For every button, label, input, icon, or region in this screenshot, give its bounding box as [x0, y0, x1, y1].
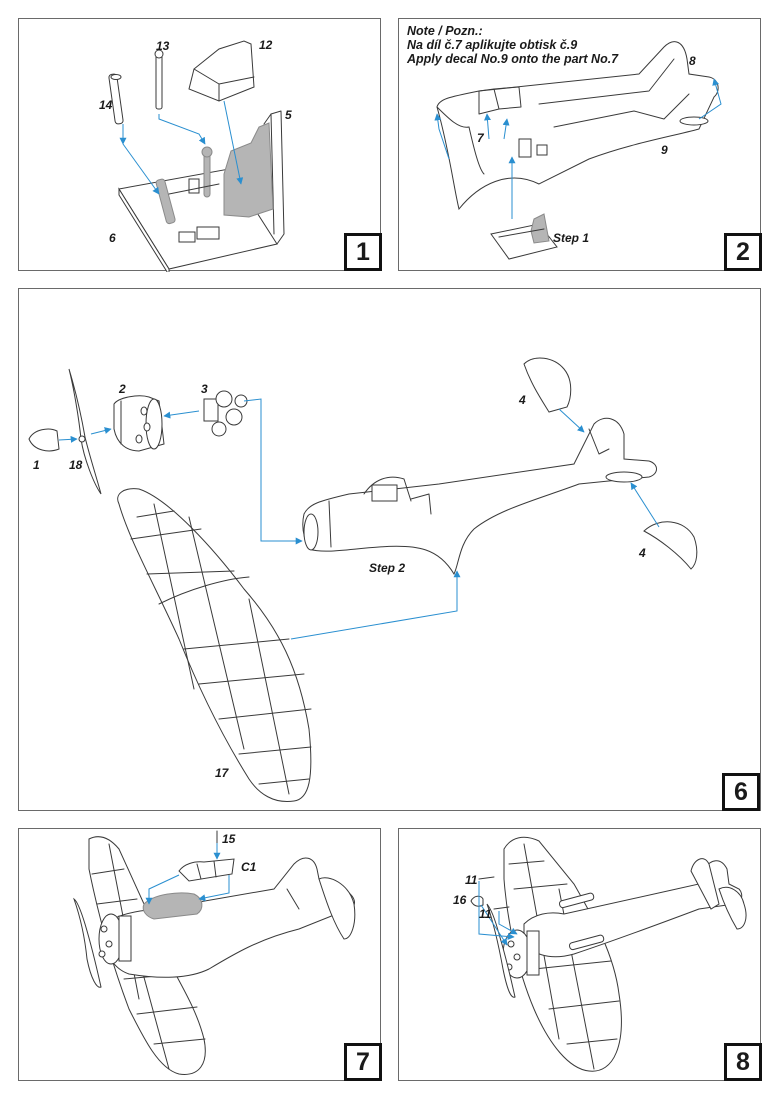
- tailplane-lower-part: [643, 521, 698, 570]
- cockpit-assembly-drawing: 13 12 14 5 6: [99, 38, 292, 272]
- panel-step-8: 11 16 11 8: [398, 828, 762, 1081]
- part-label-5: 5: [285, 108, 292, 122]
- seat-highlight: [223, 122, 274, 218]
- part-label-12: 12: [259, 38, 273, 52]
- control-stick-part: [155, 53, 163, 110]
- note-line-en: Apply decal No.9 onto the part No.7: [407, 52, 619, 66]
- part-label-14: 14: [99, 98, 113, 112]
- part-label-4-lower: 4: [638, 546, 646, 560]
- step-reference-label: Step 2: [369, 561, 405, 575]
- part-label-11-upper: 11: [465, 873, 478, 887]
- step-number-badge: 1: [344, 233, 382, 271]
- part-label-8: 8: [689, 54, 696, 68]
- step-number-badge: 2: [724, 233, 762, 271]
- part-label-15: 15: [222, 832, 236, 846]
- part-label-7: 7: [477, 131, 485, 145]
- part-label-3: 3: [201, 382, 208, 396]
- step-number-badge: 6: [722, 773, 760, 811]
- bulkhead-part: [263, 110, 285, 245]
- propeller-part: [68, 368, 102, 495]
- main-assembly-drawing: 2 3 4 1 18 Step 2 4 17: [28, 357, 698, 803]
- cockpit-opening-highlight: [142, 892, 203, 920]
- note-title: Note / Pozn.:: [407, 24, 483, 38]
- part-label-c1: C1: [241, 860, 257, 874]
- panel-step-1: 13 12 14 5 6 1: [18, 18, 382, 272]
- part-label-18: 18: [69, 458, 83, 472]
- part-label-9: 9: [661, 143, 668, 157]
- part-label-2: 2: [118, 382, 126, 396]
- panel-step-6: 2 3 4 1 18 Step 2 4 17 6: [18, 288, 761, 811]
- part-label-16: 16: [453, 893, 467, 907]
- panel-step-7: 15 C1 7: [18, 828, 382, 1081]
- part-label-4-upper: 4: [518, 393, 526, 407]
- wing-part: [117, 488, 312, 803]
- part-label-13: 13: [156, 39, 170, 53]
- part-label-1: 1: [33, 458, 40, 472]
- panel-step-2: Note / Pozn.: Na díl č.7 aplikujte obtis…: [398, 18, 762, 271]
- step-number-badge: 8: [724, 1043, 762, 1081]
- fuselage-assembled: [302, 417, 657, 576]
- seat-part: [188, 40, 255, 102]
- canopy-part: [178, 858, 235, 882]
- canopy-assembly-drawing: 15 C1: [73, 830, 356, 1075]
- step-number-badge: 7: [344, 1043, 382, 1081]
- part-label-11-lower: 11: [479, 907, 492, 921]
- part-label-6: 6: [109, 231, 116, 245]
- spinner-part: [28, 428, 60, 452]
- step-reference-label: Step 1: [553, 231, 589, 245]
- underside-assembly-drawing: 11 16 11: [453, 836, 747, 1072]
- note-line-cz: Na díl č.7 aplikujte obtisk č.9: [407, 38, 578, 52]
- pedal-bar-part: [108, 73, 124, 125]
- fuselage-assembled: [100, 857, 355, 978]
- fuselage-half: [436, 41, 719, 211]
- fuselage-assembly-drawing: 8 7 9 Step 1: [434, 41, 722, 260]
- tailplane-upper-part: [523, 357, 572, 413]
- decal-note: Note / Pozn.: Na díl č.7 aplikujte obtis…: [407, 24, 618, 66]
- part-label-17: 17: [215, 766, 230, 780]
